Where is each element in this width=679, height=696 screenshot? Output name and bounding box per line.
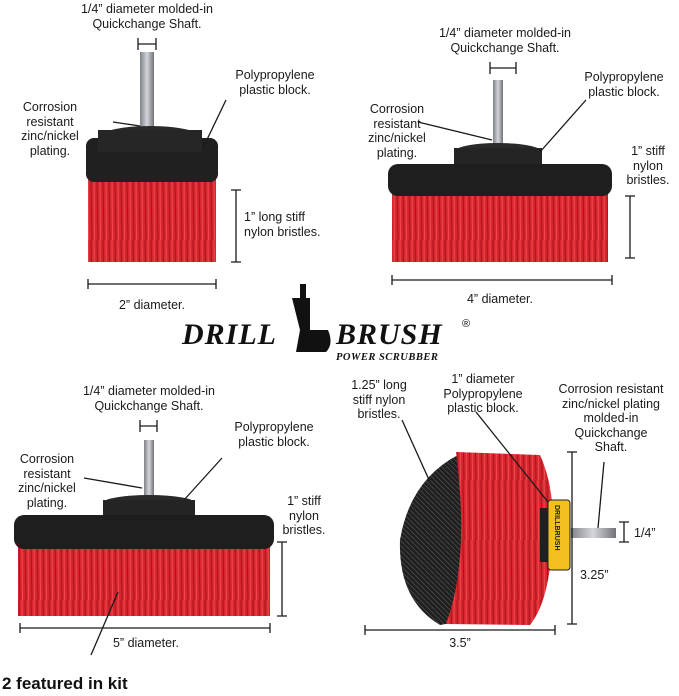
logo-tagline: POWER SCRUBBER [336, 352, 439, 363]
brush-2in-diameter-label: 2” diameter. [118, 298, 185, 312]
brush-cylinder-badge-text: DRILLBRUSH [553, 505, 560, 551]
brush-5in [14, 440, 274, 616]
brush-4in [388, 80, 612, 262]
brush-4in-block [388, 164, 612, 196]
brush-cylinder-shaft [570, 528, 616, 538]
brush-5in-shaft [144, 440, 154, 502]
brush-4in-shaft [493, 80, 503, 150]
brush-4in-bristles [392, 190, 608, 262]
brush-2in-bristles [88, 176, 216, 262]
brush-cylinder-width-label: 3.5” [449, 636, 471, 650]
brush-5in-diameter-label: 5” diameter. [112, 636, 179, 650]
logo-registered: ® [462, 318, 471, 330]
brush-4in-diameter-label: 4” diameter. [466, 292, 533, 306]
logo-brush: BRUSH [336, 318, 443, 351]
brush-cylinder-red-bristles [446, 452, 553, 625]
drill-silhouette-icon [292, 284, 331, 352]
brush-cylinder-dark-bristles [399, 455, 468, 625]
kit-note: 2 featured in kit [2, 674, 128, 693]
brush-cylinder-shaft-size-label: 1/4” [634, 526, 656, 540]
brush-5in-bristles [18, 542, 270, 616]
brush-cylinder-height-label: 3.25” [580, 568, 609, 582]
brush-cylinder [399, 452, 616, 625]
brush-2in [86, 52, 218, 262]
logo-drill: DRILL [182, 318, 277, 351]
brush-5in-block [14, 515, 274, 549]
dimension-lines [19, 38, 635, 656]
brush-2in-shaft [140, 52, 154, 132]
